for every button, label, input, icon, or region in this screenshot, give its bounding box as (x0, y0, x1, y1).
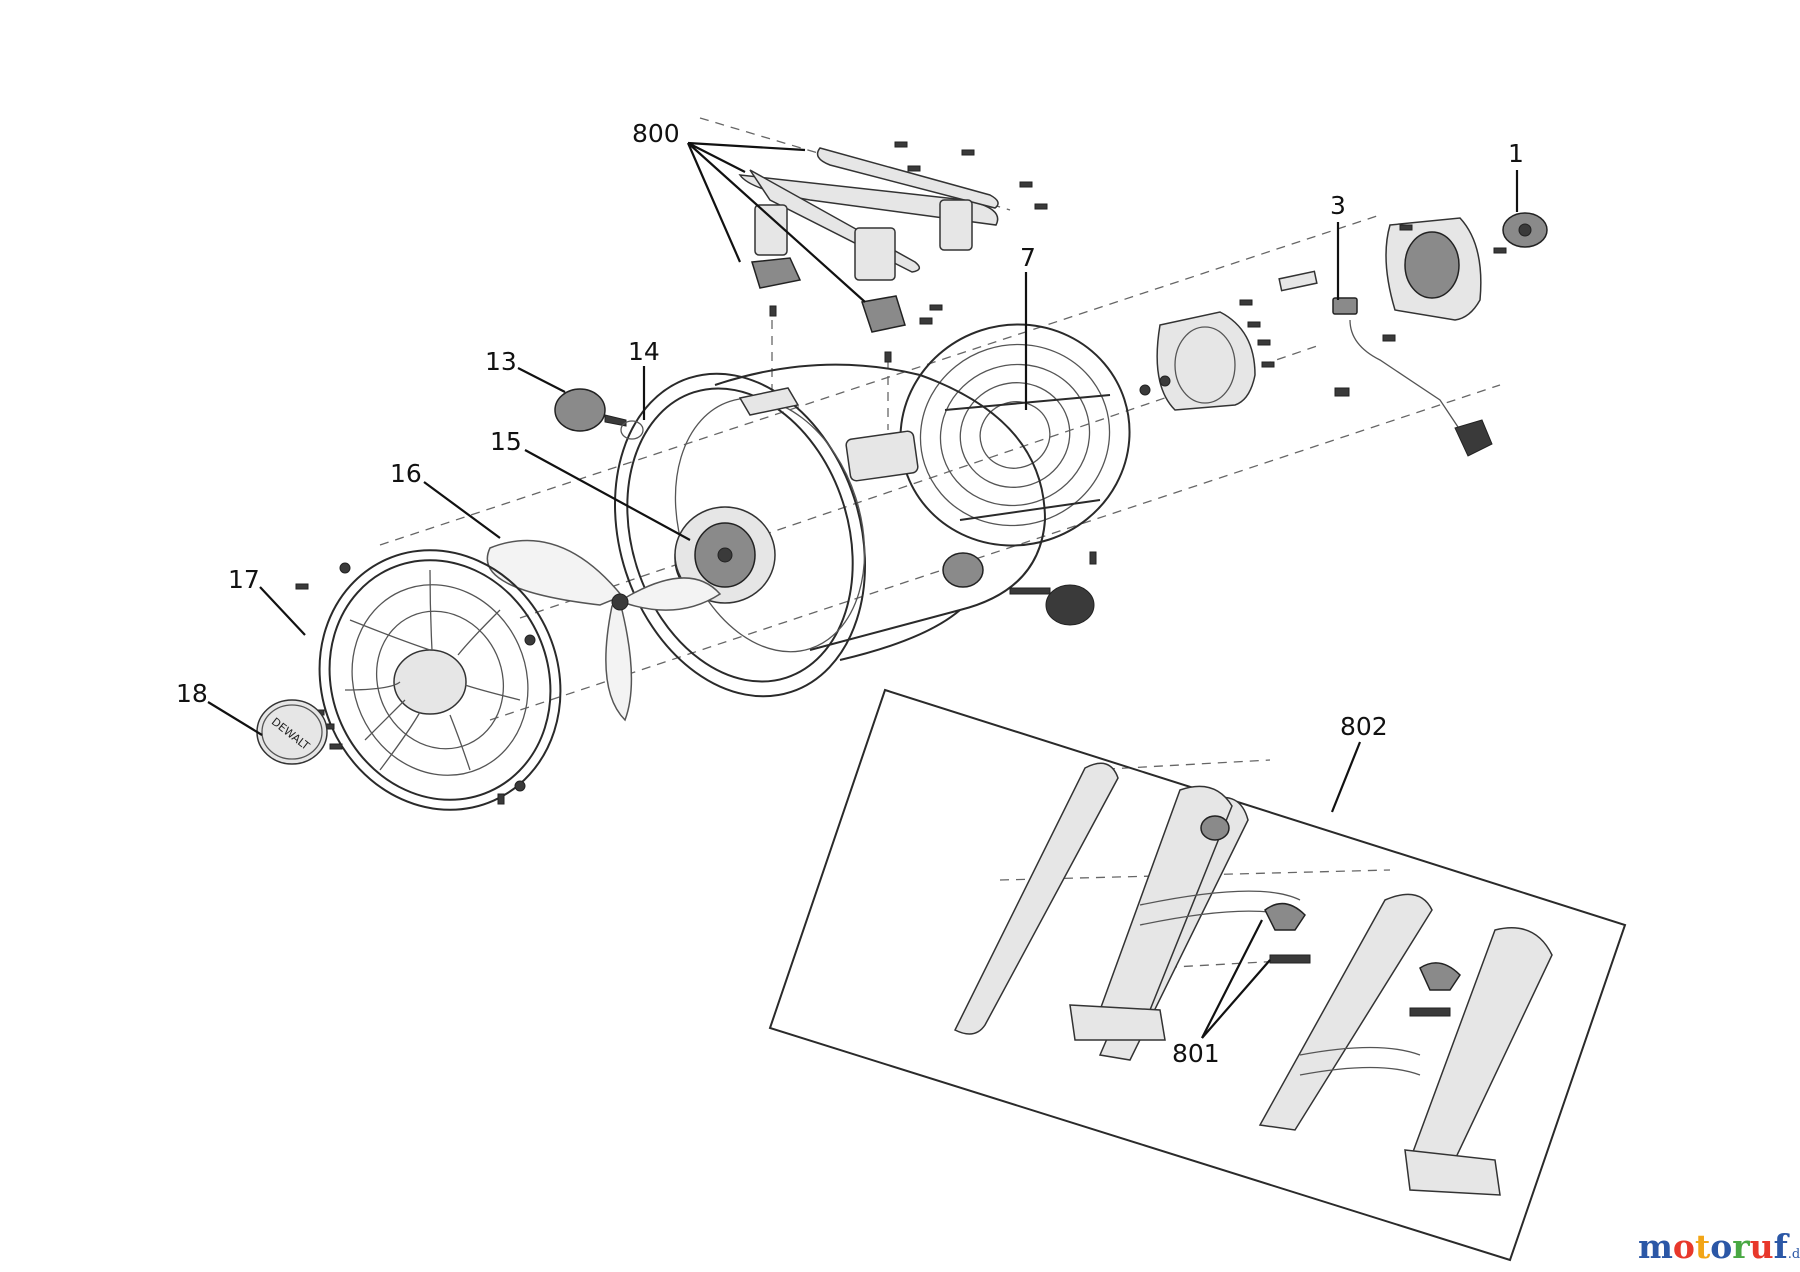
svg-text:motoruf.de: motoruf.de (1638, 1227, 1800, 1266)
watermark-suffix: .de (1788, 1247, 1800, 1262)
callout-1: 1 (1508, 139, 1524, 212)
callout-label-15: 15 (490, 427, 522, 456)
callout-label-1: 1 (1508, 139, 1524, 168)
watermark-letter-2: t (1695, 1227, 1711, 1266)
carry-handle-part (738, 141, 1048, 363)
rear-cover-part (1139, 212, 1548, 457)
callout-label-16: 16 (390, 459, 422, 488)
wire-guard-part (899, 317, 1131, 565)
callout-802: 802 (1330, 712, 1388, 813)
callout-label-3: 3 (1330, 191, 1346, 220)
callout-14: 14 (628, 337, 660, 420)
callout-16: 16 (390, 459, 501, 539)
callout-801: 801 (1172, 919, 1271, 1068)
brand-badge-part: DEWALT (256, 699, 328, 765)
watermark-letter-4: r (1732, 1227, 1750, 1266)
front-grille-part (295, 549, 562, 811)
callout-label-7: 7 (1020, 243, 1036, 272)
callout-800: 800 (632, 119, 866, 303)
callout-3: 3 (1330, 191, 1346, 300)
watermark-letter-1: o (1673, 1227, 1695, 1266)
callout-15: 15 (490, 427, 691, 541)
watermark-logo: motoruf.de (1638, 1227, 1800, 1266)
callout-label-17: 17 (228, 565, 260, 594)
callout-18: 18 (176, 679, 263, 736)
callout-label-14: 14 (628, 337, 660, 366)
callout-17: 17 (228, 565, 306, 636)
fan-blade-part (486, 539, 722, 722)
callout-label-802: 802 (1340, 712, 1388, 741)
callout-13: 13 (485, 347, 566, 393)
callout-label-18: 18 (176, 679, 208, 708)
watermark-letter-5: u (1750, 1227, 1774, 1266)
callout-label-800: 800 (632, 119, 680, 148)
housing-drum-part (614, 363, 1095, 698)
watermark-letter-6: f (1774, 1227, 1790, 1266)
knob-part (554, 388, 644, 440)
watermark-letter-3: o (1710, 1227, 1732, 1266)
callout-label-801: 801 (1172, 1039, 1220, 1068)
callout-label-13: 13 (485, 347, 517, 376)
watermark-letter-0: m (1638, 1227, 1673, 1266)
callout-7: 7 (1020, 243, 1036, 410)
stand-assembly-box (768, 688, 1627, 1262)
